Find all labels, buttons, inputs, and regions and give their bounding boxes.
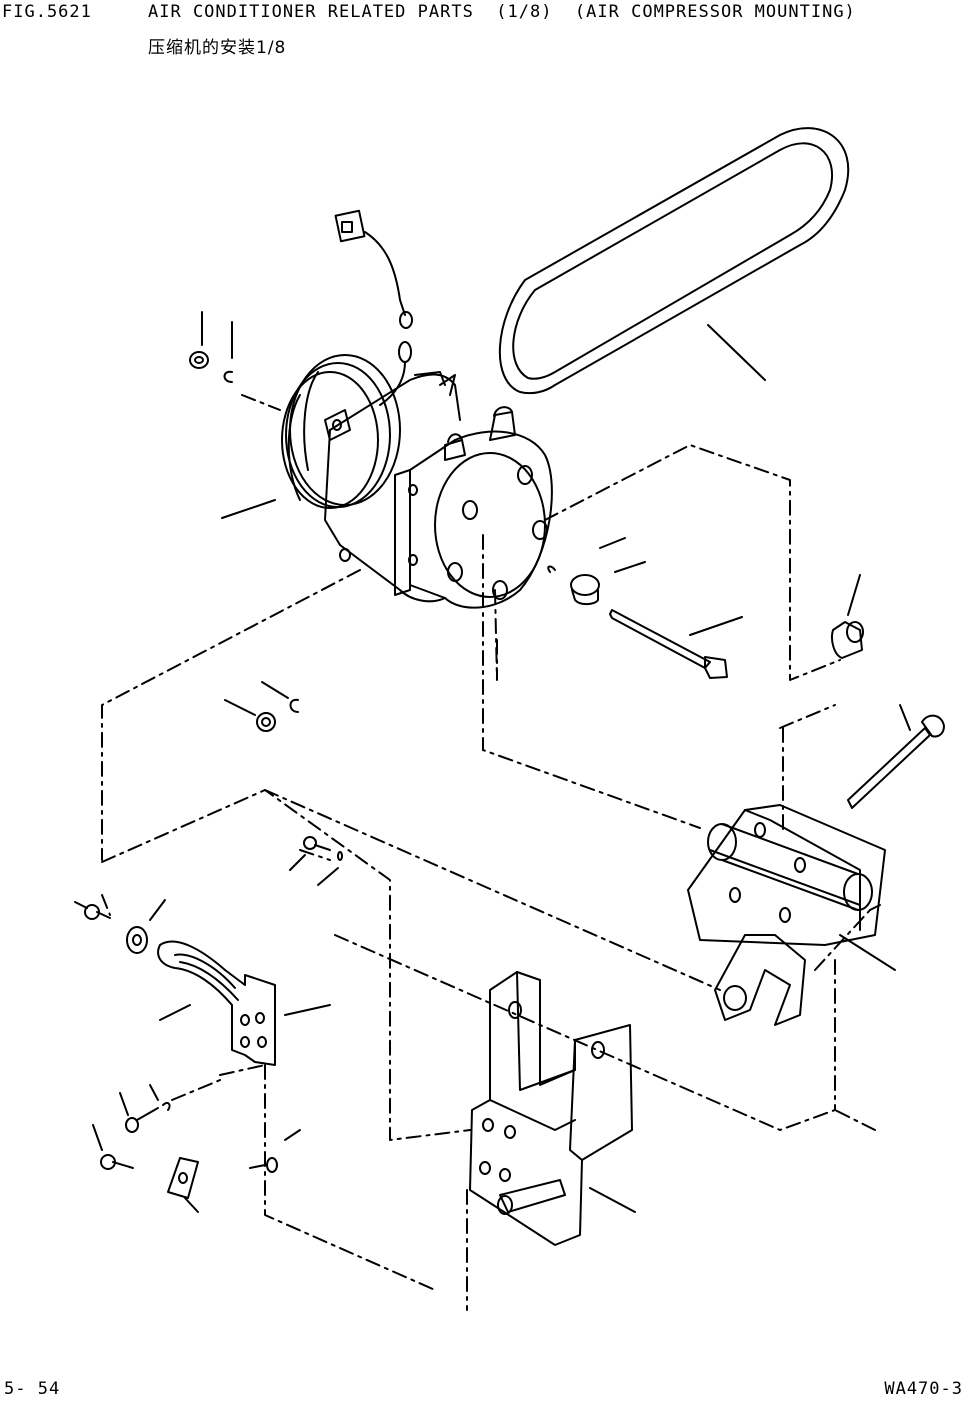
page-number: 5- 54 (4, 1379, 61, 1399)
bolt-small-upper (75, 902, 110, 919)
washer-upper (225, 322, 233, 382)
long-bolt (610, 610, 742, 678)
washer-lower (262, 682, 298, 712)
slot-bracket (158, 942, 330, 1065)
angled-bolt (848, 705, 944, 808)
page-subtitle: 压缩机的安装1/8 (148, 38, 287, 58)
bolt-small-middle (120, 1085, 170, 1132)
bolt-tiny-upper (290, 837, 342, 885)
leader-lines (222, 500, 275, 518)
bolt-tiny-lower (250, 1130, 300, 1172)
plate-nut (168, 1158, 198, 1212)
nut-lower (225, 700, 275, 731)
compressor (282, 355, 552, 608)
figure-number: FIG.5621 (2, 2, 92, 22)
model-number: WA470-3 (884, 1379, 963, 1399)
v-belt (500, 128, 848, 393)
spacer-right (832, 575, 863, 658)
spacer (548, 538, 645, 604)
bolt-small-lower (93, 1125, 133, 1169)
page-title: AIR CONDITIONER RELATED PARTS (1/8) (AIR… (148, 2, 856, 22)
idler-bracket (688, 805, 895, 1025)
mounting-bracket (470, 972, 635, 1245)
nut-upper (190, 312, 208, 368)
alignment-lines (102, 395, 880, 1310)
washer-flat (127, 900, 165, 953)
